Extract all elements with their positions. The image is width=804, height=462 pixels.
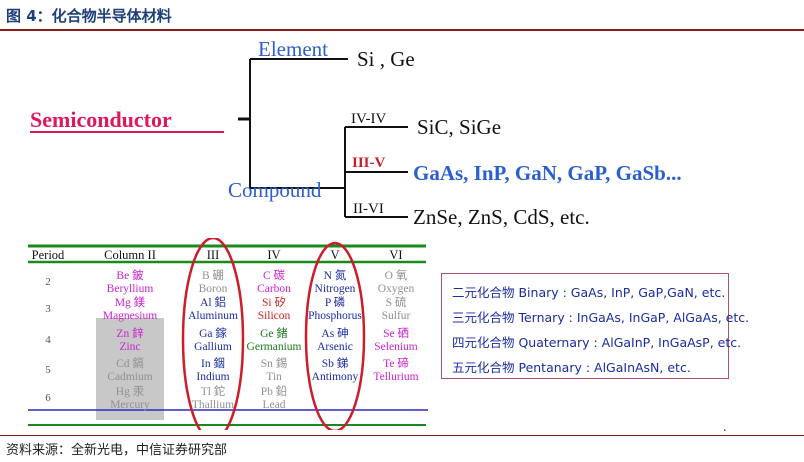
element-symbol: N 氮 — [324, 268, 347, 282]
iii-v-members: GaAs, InP, GaN, GaP, GaSb... — [413, 161, 682, 185]
element-name: Beryllium — [107, 283, 154, 295]
element-symbol: Sb 銻 — [322, 356, 349, 370]
element-symbol: Zn 鋅 — [116, 326, 144, 340]
period-number: 4 — [45, 334, 51, 346]
compound-types-legend: 二元化合物 Binary : GaAs, InP, GaP,GaN, etc. … — [441, 273, 749, 379]
element-name: Zinc — [119, 341, 140, 353]
group-iii-highlight-ellipse — [181, 238, 245, 430]
element-label: Element — [258, 37, 328, 61]
period-number: 6 — [45, 392, 51, 404]
trailing-dot: . — [723, 420, 727, 435]
legend-binary: 二元化合物 Binary : GaAs, InP, GaP,GaN, etc. — [452, 285, 726, 300]
table-header-cell: VI — [389, 248, 402, 262]
element-name: Silicon — [258, 310, 291, 322]
semiconductor-label: Semiconductor — [30, 107, 172, 132]
iii-v-label: III-V — [352, 155, 386, 171]
table-header-cell: Column II — [104, 248, 156, 262]
element-symbol: C 碳 — [263, 268, 286, 282]
iv-iv-members: SiC, SiGe — [417, 115, 501, 139]
element-name: Phosphorus — [308, 310, 362, 322]
element-symbol: Te 碲 — [383, 356, 409, 370]
element-symbol: Hg 汞 — [116, 386, 145, 398]
element-name: Cadmium — [107, 371, 152, 383]
element-name: Lead — [263, 399, 286, 411]
element-name: Selenium — [374, 341, 417, 353]
period-number: 2 — [45, 276, 51, 288]
element-symbol: Si 矽 — [262, 295, 286, 309]
element-name: Antimony — [312, 371, 359, 383]
footer-divider — [0, 435, 804, 436]
element-name: Thallium — [192, 399, 234, 411]
iv-iv-label: IV-IV — [351, 111, 386, 127]
element-name: Tellurium — [373, 371, 418, 383]
element-symbol: As 砷 — [321, 327, 348, 340]
element-name: Aluminum — [188, 310, 238, 322]
period-number: 3 — [45, 303, 51, 315]
element-symbol: O 氧 — [385, 268, 408, 282]
group-v-highlight-ellipse — [304, 241, 366, 430]
element-symbol: Sn 錫 — [261, 356, 288, 370]
element-symbol: Ga 鎵 — [199, 326, 227, 340]
table-header-cell: IV — [267, 248, 280, 262]
element-symbol: S 硫 — [386, 295, 407, 309]
element-symbol: Al 鋁 — [200, 295, 226, 309]
table-header-cell: III — [207, 248, 220, 262]
element-name: Indium — [196, 371, 229, 383]
source-note: 资料来源：全新光电，中信证券研究部 — [6, 443, 228, 458]
title-divider — [0, 29, 804, 31]
element-members: Si , Ge — [357, 47, 415, 71]
element-name: Boron — [199, 283, 228, 295]
element-name: Mercury — [110, 399, 150, 411]
element-name: Carbon — [257, 283, 291, 295]
period-number: 5 — [45, 364, 51, 376]
legend-quaternary: 四元化合物 Quaternary : AlGaInP, InGaAsP, etc… — [452, 335, 742, 350]
element-name: Sulfur — [382, 310, 411, 322]
shaded-column — [96, 318, 164, 420]
compound-label: Compound — [228, 178, 322, 202]
element-name: Arsenic — [317, 341, 353, 353]
element-symbol: Tl 鉈 — [201, 384, 226, 398]
element-symbol: Cd 鎘 — [116, 356, 144, 370]
element-name: Nitrogen — [315, 283, 356, 295]
element-symbol: Se 硒 — [383, 327, 409, 340]
legend-ternary: 三元化合物 Ternary : InGaAs, InGaP, AlGaAs, e… — [452, 310, 750, 325]
table-header-cell: Period — [32, 248, 65, 262]
table-header-cell: V — [330, 248, 339, 262]
element-name: Oxygen — [378, 283, 415, 295]
element-symbol: In 銦 — [201, 356, 225, 370]
element-symbol: Mg 鎂 — [115, 295, 146, 309]
legend-pentanary: 五元化合物 Pentanary : AlGaInAsN, etc. — [452, 360, 691, 375]
element-symbol: P 磷 — [325, 296, 346, 309]
element-symbol: Pb 鉛 — [261, 384, 288, 398]
element-symbol: Ge 鍺 — [260, 326, 288, 340]
element-name: Germanium — [247, 341, 302, 353]
element-name: Magnesium — [103, 310, 157, 322]
figure-title: 图 4：化合物半导体材料 — [6, 7, 172, 25]
element-name: Gallium — [194, 341, 232, 353]
classification-tree: Semiconductor Element Si , Ge Compound I… — [30, 37, 682, 229]
ii-vi-label: II-VI — [353, 201, 384, 217]
element-name: Tin — [266, 371, 282, 383]
element-symbol: B 硼 — [202, 269, 224, 282]
ii-vi-members: ZnSe, ZnS, CdS, etc. — [413, 205, 590, 229]
element-symbol: Be 鈹 — [116, 268, 144, 282]
